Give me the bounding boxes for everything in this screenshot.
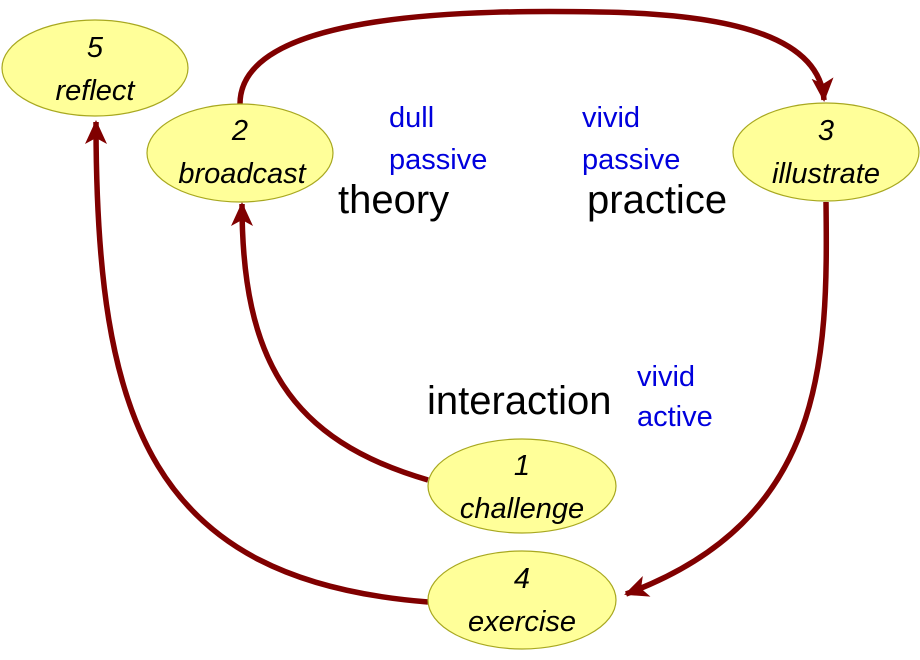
node-broadcast: 2 broadcast xyxy=(146,103,334,203)
theory-quality-line1: dull xyxy=(389,102,434,134)
concept-interaction: interaction xyxy=(427,379,612,423)
practice-quality-line1: vivid xyxy=(582,102,640,134)
node-illustrate-label: illustrate xyxy=(772,158,880,190)
edge-exercise-to-reflect xyxy=(85,120,429,605)
node-exercise-label: exercise xyxy=(468,606,576,638)
node-exercise-number: 4 xyxy=(514,563,530,595)
node-broadcast-number: 2 xyxy=(231,115,248,147)
node-reflect-number: 5 xyxy=(87,32,104,64)
node-challenge-label: challenge xyxy=(460,493,584,525)
node-exercise-ellipse xyxy=(427,550,617,650)
node-illustrate-ellipse xyxy=(732,102,920,202)
node-reflect-label: reflect xyxy=(56,75,137,107)
node-reflect-ellipse xyxy=(1,19,189,117)
node-reflect: 5 reflect xyxy=(1,19,189,117)
node-exercise: 4 exercise xyxy=(427,550,617,650)
node-illustrate-number: 3 xyxy=(818,115,834,147)
interaction-quality-line2: active xyxy=(637,401,713,433)
node-challenge: 1 challenge xyxy=(427,438,617,534)
node-challenge-number: 1 xyxy=(514,450,530,482)
node-challenge-ellipse xyxy=(427,438,617,534)
concept-practice: practice xyxy=(587,178,727,222)
node-broadcast-ellipse xyxy=(146,103,334,203)
concept-theory: theory xyxy=(338,178,449,222)
node-broadcast-label: broadcast xyxy=(178,158,307,190)
node-illustrate: 3 illustrate xyxy=(732,102,920,202)
edge-challenge-to-broadcast xyxy=(231,202,429,483)
interaction-quality-line1: vivid xyxy=(637,361,695,393)
practice-quality-line2: passive xyxy=(582,144,680,176)
edge-illustrate-to-exercise xyxy=(624,201,830,597)
edge-broadcast-to-illustrate xyxy=(237,8,834,105)
theory-quality-line2: passive xyxy=(389,144,487,176)
